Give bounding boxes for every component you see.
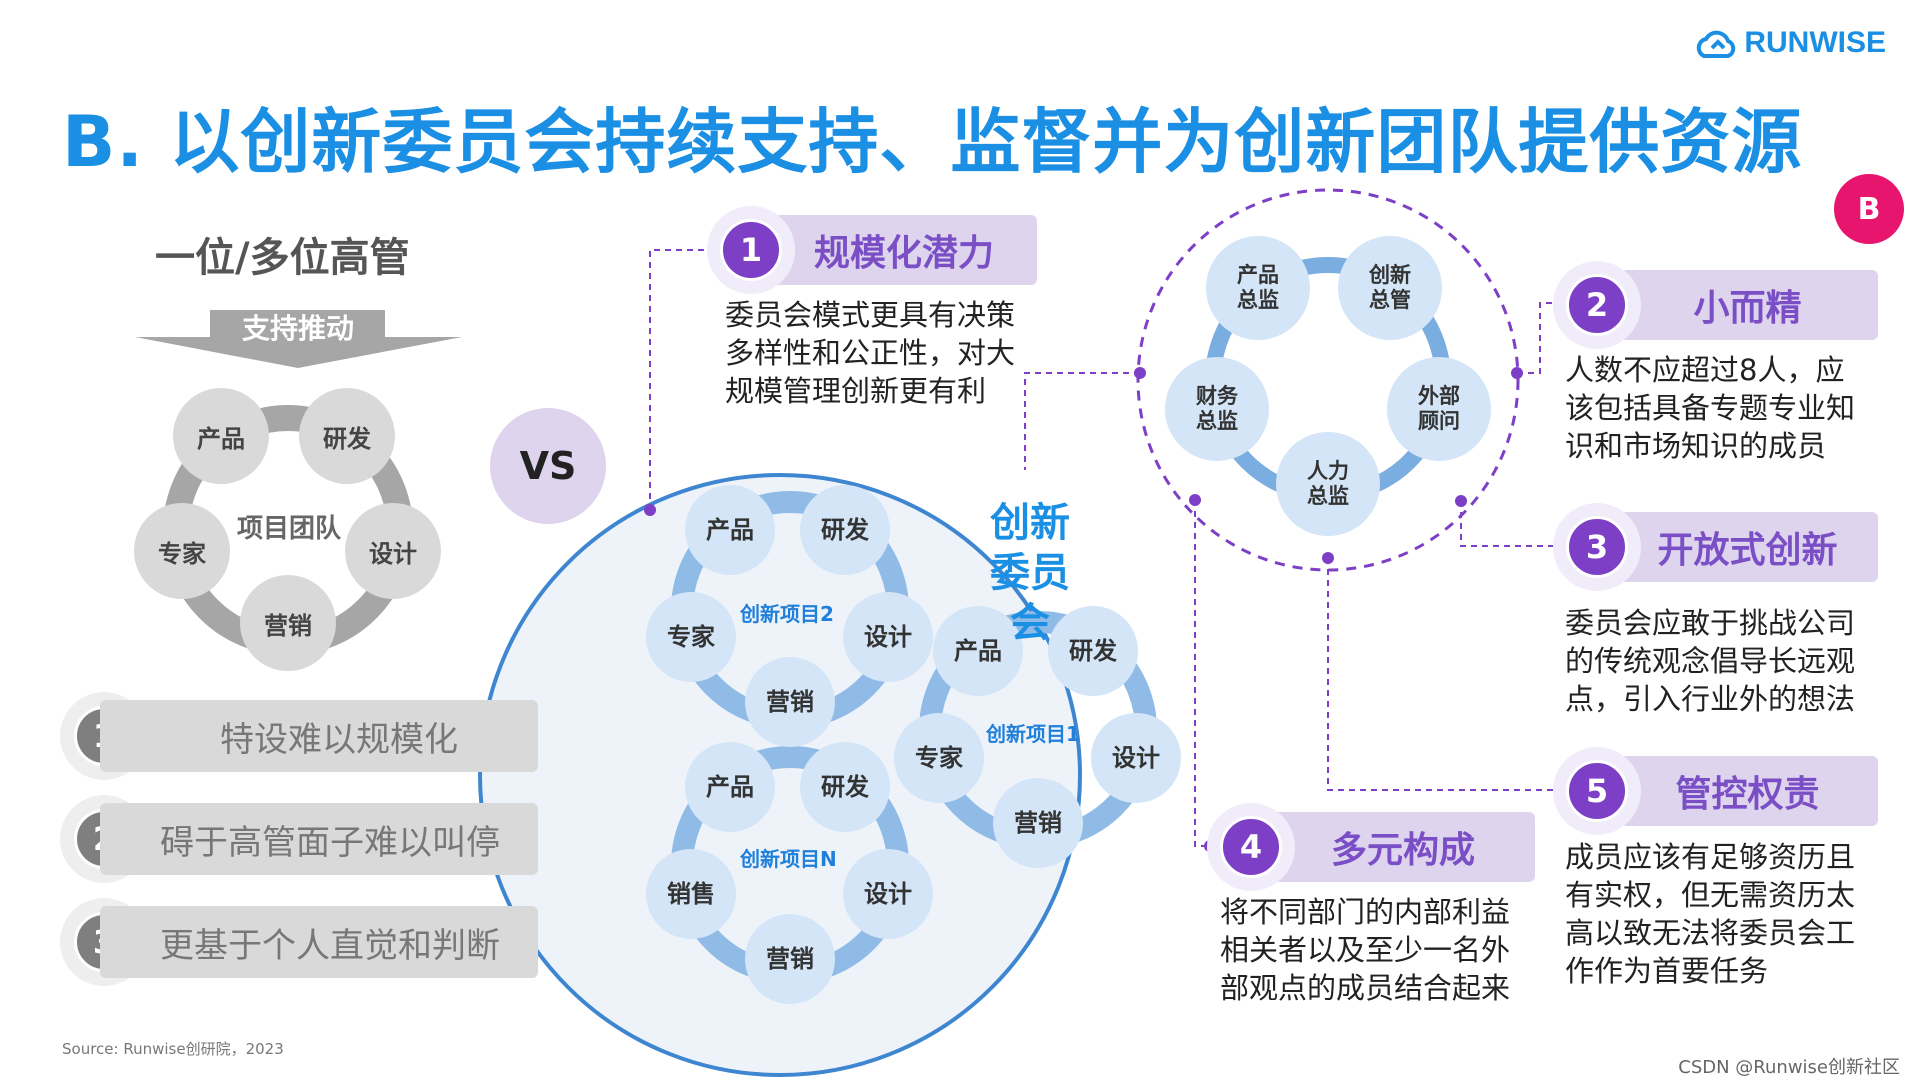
p2-node-marketing: 营销 [745,657,835,747]
callout-2-number: 2 [1553,261,1641,349]
p1-node-design: 设计 [1091,713,1181,803]
p1-node-marketing: 营销 [993,778,1083,868]
brand-logo: RUNWISE [1694,26,1886,60]
logo-text: RUNWISE [1744,26,1886,59]
left-item-text: 碍于高管面子难以叫停 [100,803,538,875]
committee-title: 创新 委员会 [990,500,1070,646]
connector-4 [1194,500,1210,847]
support-arrow [135,310,462,368]
team-node-design: 设计 [345,503,441,599]
p1-node-product: 产品 [933,606,1023,696]
committee-node-hr-director: 人力 总监 [1276,432,1380,536]
callout-2-desc: 人数不应超过8人，应 该包括具备专题专业知 识和市场知识的成员 [1565,353,1856,463]
left-item-3: 3 更基于个人直觉和判断 [60,898,538,986]
callout-4-title: 多元构成 [1251,812,1535,882]
connector-committee [1024,372,1140,470]
p2-node-rd: 研发 [800,485,890,575]
committee-node-finance-director: 财务 总监 [1165,357,1269,461]
committee-node-external-advisor: 外部 顾问 [1387,357,1491,461]
callout-4-header: 多元构成 4 [1207,803,1535,891]
watermark: CSDN @Runwise创新社区 [1678,1057,1900,1078]
connector-5 [1327,558,1560,791]
p2-node-product: 产品 [685,485,775,575]
team-node-expert: 专家 [134,503,230,599]
left-item-2: 2 碍于高管面子难以叫停 [60,795,538,883]
pN-node-marketing: 营销 [745,914,835,1004]
callout-2-header: 小而精 2 [1553,261,1878,349]
callout-5-header: 管控权责 5 [1553,747,1878,835]
source-note: Source: Runwise创研院，2023 [62,1040,284,1058]
left-item-text: 特设难以规模化 [100,700,538,772]
callout-1-header: 规模化潜力 1 [707,206,1037,294]
pN-node-rd: 研发 [800,742,890,832]
callout-3-header: 开放式创新 3 [1553,503,1878,591]
cloud-logo-icon [1697,30,1736,58]
left-item-1: 1 特设难以规模化 [60,692,538,780]
committee-dashed-circle [1136,188,1520,572]
projectN-label: 创新项目N [740,847,837,871]
p1-node-rd: 研发 [1048,606,1138,696]
team-node-product: 产品 [173,388,269,484]
p2-node-expert: 专家 [646,592,736,682]
project1-label: 创新项目1 [986,722,1080,746]
pN-node-design: 设计 [843,849,933,939]
callout-2-title: 小而精 [1597,270,1878,340]
p2-node-design: 设计 [843,592,933,682]
section-badge: B [1834,174,1904,244]
callout-1-number: 1 [707,206,795,294]
callout-3-title: 开放式创新 [1597,512,1878,582]
team-node-marketing: 营销 [240,575,336,671]
callout-4-desc: 将不同部门的内部利益 相关者以及至少一名外 部观点的成员结合起来 [1220,895,1511,1005]
connector-2 [1517,302,1560,374]
left-item-text: 更基于个人直觉和判断 [100,906,538,978]
project2-label: 创新项目2 [740,602,834,626]
callout-5-number: 5 [1553,747,1641,835]
callout-5-desc: 成员应该有足够资历且 有实权，但无需资历太 高以致无法将委员会工 作作为首要任务 [1565,840,1856,988]
callout-3-desc: 委员会应敢于挑战公司 的传统观念倡导长远观 点，引入行业外的想法 [1565,606,1856,716]
connector-1 [649,249,715,510]
callout-5-title: 管控权责 [1597,756,1878,826]
pN-node-sales: 销售 [646,849,736,939]
committee-node-product-director: 产品 总监 [1206,236,1310,340]
callout-3-number: 3 [1553,503,1641,591]
page-title: B. 以创新委员会持续支持、监督并为创新团队提供资源 [62,101,1803,183]
team-center-label: 项目团队 [236,514,341,544]
p1-node-expert: 专家 [894,713,984,803]
team-node-rd: 研发 [299,388,395,484]
callout-4-number: 4 [1207,803,1295,891]
callout-1-desc: 委员会模式更具有决策 多样性和公正性，对大 规模管理创新更有利 [725,298,1016,408]
committee-node-innovation-manager: 创新 总管 [1338,236,1442,340]
vs-badge: VS [490,408,606,524]
connector-3 [1460,501,1560,547]
callout-1-title: 规模化潜力 [751,215,1037,285]
pN-node-product: 产品 [685,742,775,832]
support-label: 支持推动 [241,312,354,345]
executive-heading: 一位/多位高管 [155,235,410,281]
